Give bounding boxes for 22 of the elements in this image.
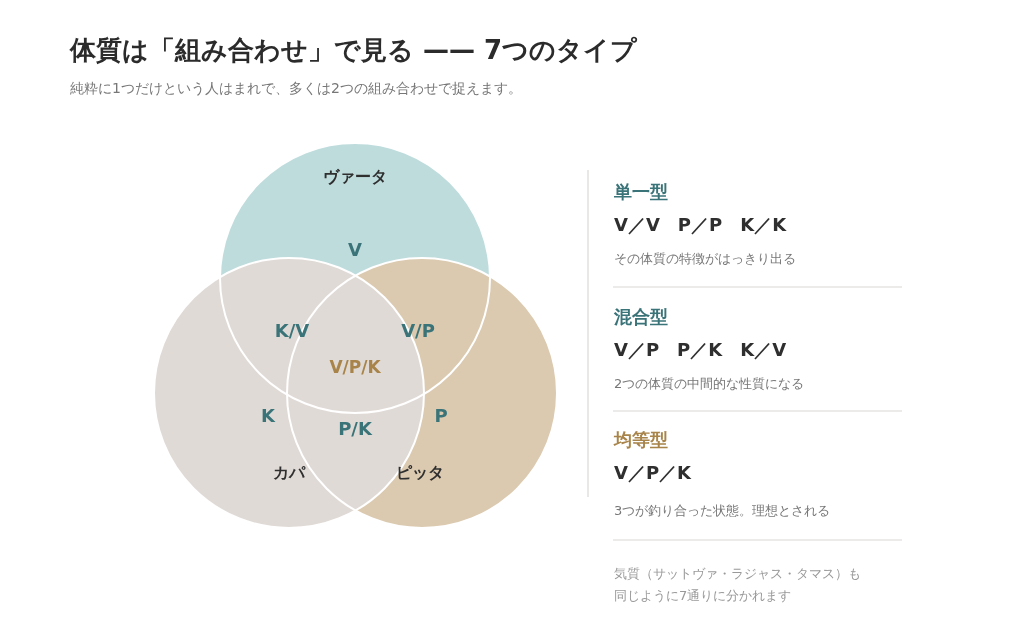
- note: 気質（サットヴァ・ラジャス・タマス）も同じように7通りに分かれます: [614, 565, 862, 605]
- region-label: K/V: [274, 319, 310, 341]
- subtitle: 純粋に1つだけという人はまれで、多くは2つの組み合わせで捉えます。: [70, 80, 522, 98]
- region-letter: K: [261, 404, 275, 426]
- type-heading: 均等型: [614, 428, 668, 452]
- type-combinations: V／P P／K K／V: [614, 338, 787, 362]
- type-combinations: V／P／K: [614, 461, 692, 485]
- circle-title: ヴァータ: [323, 166, 387, 188]
- circle-title: ピッタ: [396, 462, 444, 484]
- type-combinations: V／V P／P K／K: [614, 213, 787, 237]
- type-heading: 混合型: [614, 305, 668, 329]
- type-description: その体質の特徴がはっきり出る: [614, 250, 796, 268]
- page-title: 体質は「組み合わせ」で見る —— 7つのタイプ: [70, 34, 638, 67]
- circle-title: カパ: [273, 462, 305, 484]
- region-label: P/K: [338, 417, 372, 439]
- region-letter: P: [434, 404, 448, 426]
- type-heading: 単一型: [614, 180, 668, 204]
- region-letter: V: [348, 238, 362, 260]
- type-description: 2つの体質の中間的な性質になる: [614, 375, 805, 393]
- region-label: V/P/K: [329, 357, 381, 377]
- region-label: V/P: [401, 319, 435, 341]
- type-description: 3つが釣り合った状態。理想とされる: [614, 502, 831, 520]
